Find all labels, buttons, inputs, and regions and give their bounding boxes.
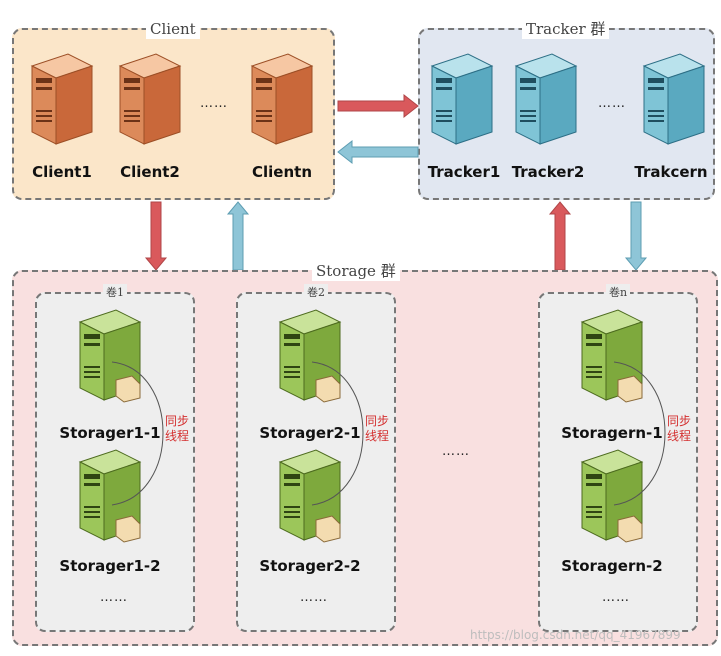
- volume-n-more: ……: [602, 590, 630, 605]
- client2-server-icon: [119, 53, 181, 145]
- tracker-to-client-arrow: [337, 139, 419, 165]
- volume-2-sync-line2: 线程: [364, 429, 389, 443]
- volume-1-sync-line2: 线程: [164, 429, 189, 443]
- client2-label: Client2: [120, 163, 180, 181]
- clientn-label: Clientn: [252, 163, 312, 181]
- volume-1-sync-label: 同步 线程: [164, 414, 190, 444]
- tracker-group-title: Tracker 群: [522, 19, 610, 39]
- volume-1-more: ……: [100, 590, 128, 605]
- client-to-tracker-arrow: [337, 93, 419, 119]
- storage-to-tracker-arrow: [548, 201, 572, 271]
- storage-group-title: Storage 群: [312, 261, 400, 281]
- storager2-1-label: Storager2-1: [259, 424, 361, 442]
- volume-2-sync-label: 同步 线程: [364, 414, 390, 444]
- clientn-server-icon: [251, 53, 313, 145]
- storage-to-client-arrow: [226, 201, 250, 271]
- watermark: https://blog.csdn.net/qq_41967899: [470, 628, 681, 642]
- storager1-2-label: Storager1-2: [59, 557, 161, 575]
- client-group-title: Client: [146, 19, 200, 39]
- client1-server-icon: [31, 53, 93, 145]
- volume-2-more: ……: [300, 590, 328, 605]
- volumes-ellipsis: ……: [442, 444, 470, 459]
- storagern-2-label: Storagern-2: [561, 557, 663, 575]
- volume-n-sync-line1: 同步: [666, 414, 691, 428]
- client-to-storage-arrow: [144, 201, 168, 271]
- volume-2-sync-line: [311, 361, 364, 506]
- volume-2-sync-line1: 同步: [364, 414, 389, 428]
- volume-n-sync-label: 同步 线程: [666, 414, 692, 444]
- trackern-server-icon: [643, 53, 705, 145]
- trackern-label: Trakcern: [634, 163, 708, 181]
- storager2-2-label: Storager2-2: [259, 557, 361, 575]
- volume-1-sync-line1: 同步: [164, 414, 189, 428]
- tracker-to-storage-arrow: [624, 201, 648, 271]
- storagern-1-label: Storagern-1: [561, 424, 663, 442]
- volume-1-sync-line: [111, 361, 164, 506]
- volume-n-sync-line2: 线程: [666, 429, 691, 443]
- tracker-ellipsis: ……: [598, 96, 626, 111]
- tracker1-label: Tracker1: [427, 163, 501, 181]
- client-ellipsis: ……: [200, 96, 228, 111]
- volume-n-title: 卷n: [606, 284, 631, 302]
- client1-label: Client1: [32, 163, 92, 181]
- storager1-1-label: Storager1-1: [59, 424, 161, 442]
- tracker2-label: Tracker2: [511, 163, 585, 181]
- volume-1-title: 卷1: [103, 284, 127, 302]
- volume-2-title: 卷2: [304, 284, 328, 302]
- tracker2-server-icon: [515, 53, 577, 145]
- tracker1-server-icon: [431, 53, 493, 145]
- volume-n-sync-line: [613, 361, 666, 506]
